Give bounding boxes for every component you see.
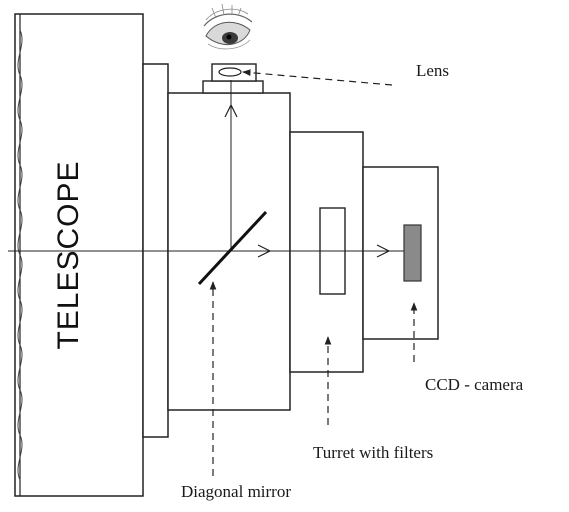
telescope-wavy-edge — [17, 29, 23, 481]
label-diagonal-mirror: Diagonal mirror — [181, 482, 291, 501]
axis-arrowhead-2 — [376, 244, 391, 258]
telescope-label: TELESCOPE — [52, 160, 85, 349]
ccd-camera-housing — [362, 166, 439, 340]
eye-icon — [203, 3, 253, 50]
eyepiece — [202, 63, 264, 94]
axis-arrowhead-1 — [257, 244, 272, 258]
ccd-sensor — [403, 224, 422, 282]
vertical-beam-arrowhead — [224, 103, 238, 118]
label-lens: Lens — [416, 61, 449, 80]
telescope-body: TELESCOPE — [14, 13, 144, 497]
eyepiece-base — [202, 80, 264, 94]
leader-lens — [242, 69, 393, 86]
telescope-tube — [14, 13, 144, 497]
lens-element — [218, 67, 242, 77]
label-ccd-camera: CCD - camera — [425, 375, 524, 394]
label-turret: Turret with filters — [313, 443, 433, 462]
diagonal-mirror — [197, 210, 268, 286]
